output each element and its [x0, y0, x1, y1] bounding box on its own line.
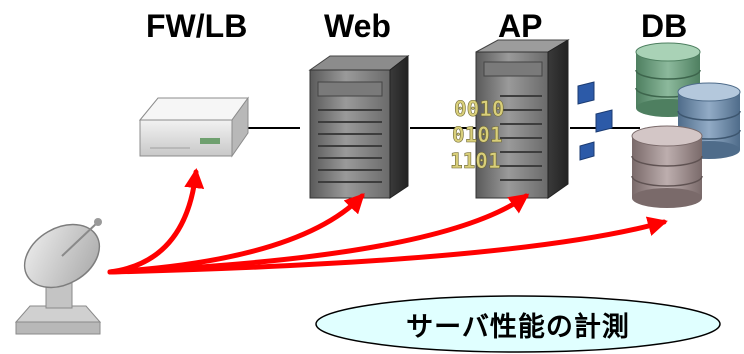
arrow-to-ap — [107, 193, 530, 275]
packet-icon — [577, 81, 595, 105]
caption-label: サーバ性能の計測 — [406, 311, 630, 343]
arrow-to-fw-lb — [107, 168, 205, 275]
binary-line-1: 0010 — [454, 97, 505, 121]
monitoring-arrows — [107, 168, 668, 275]
caption-ellipse — [315, 295, 721, 353]
web-server-icon — [308, 54, 410, 199]
web-label: Web — [324, 8, 391, 44]
db-label: DB — [641, 8, 688, 44]
fw-lb-label: FW/LB — [146, 8, 248, 44]
satellite-dish-icon — [14, 218, 102, 335]
packet-icon — [579, 141, 595, 161]
database-brown-icon — [631, 125, 703, 208]
ap-label: AP — [498, 8, 543, 44]
data-packet-icons — [577, 81, 613, 161]
binary-line-2: 0101 — [452, 123, 503, 147]
database-stack-icon — [631, 42, 741, 208]
packet-icon — [595, 109, 613, 133]
binary-line-3: 1101 — [450, 149, 501, 173]
arrow-to-db — [107, 216, 668, 275]
fw-lb-appliance-icon — [138, 96, 249, 158]
ap-server-icon: 0010 0101 1101 — [450, 39, 570, 199]
